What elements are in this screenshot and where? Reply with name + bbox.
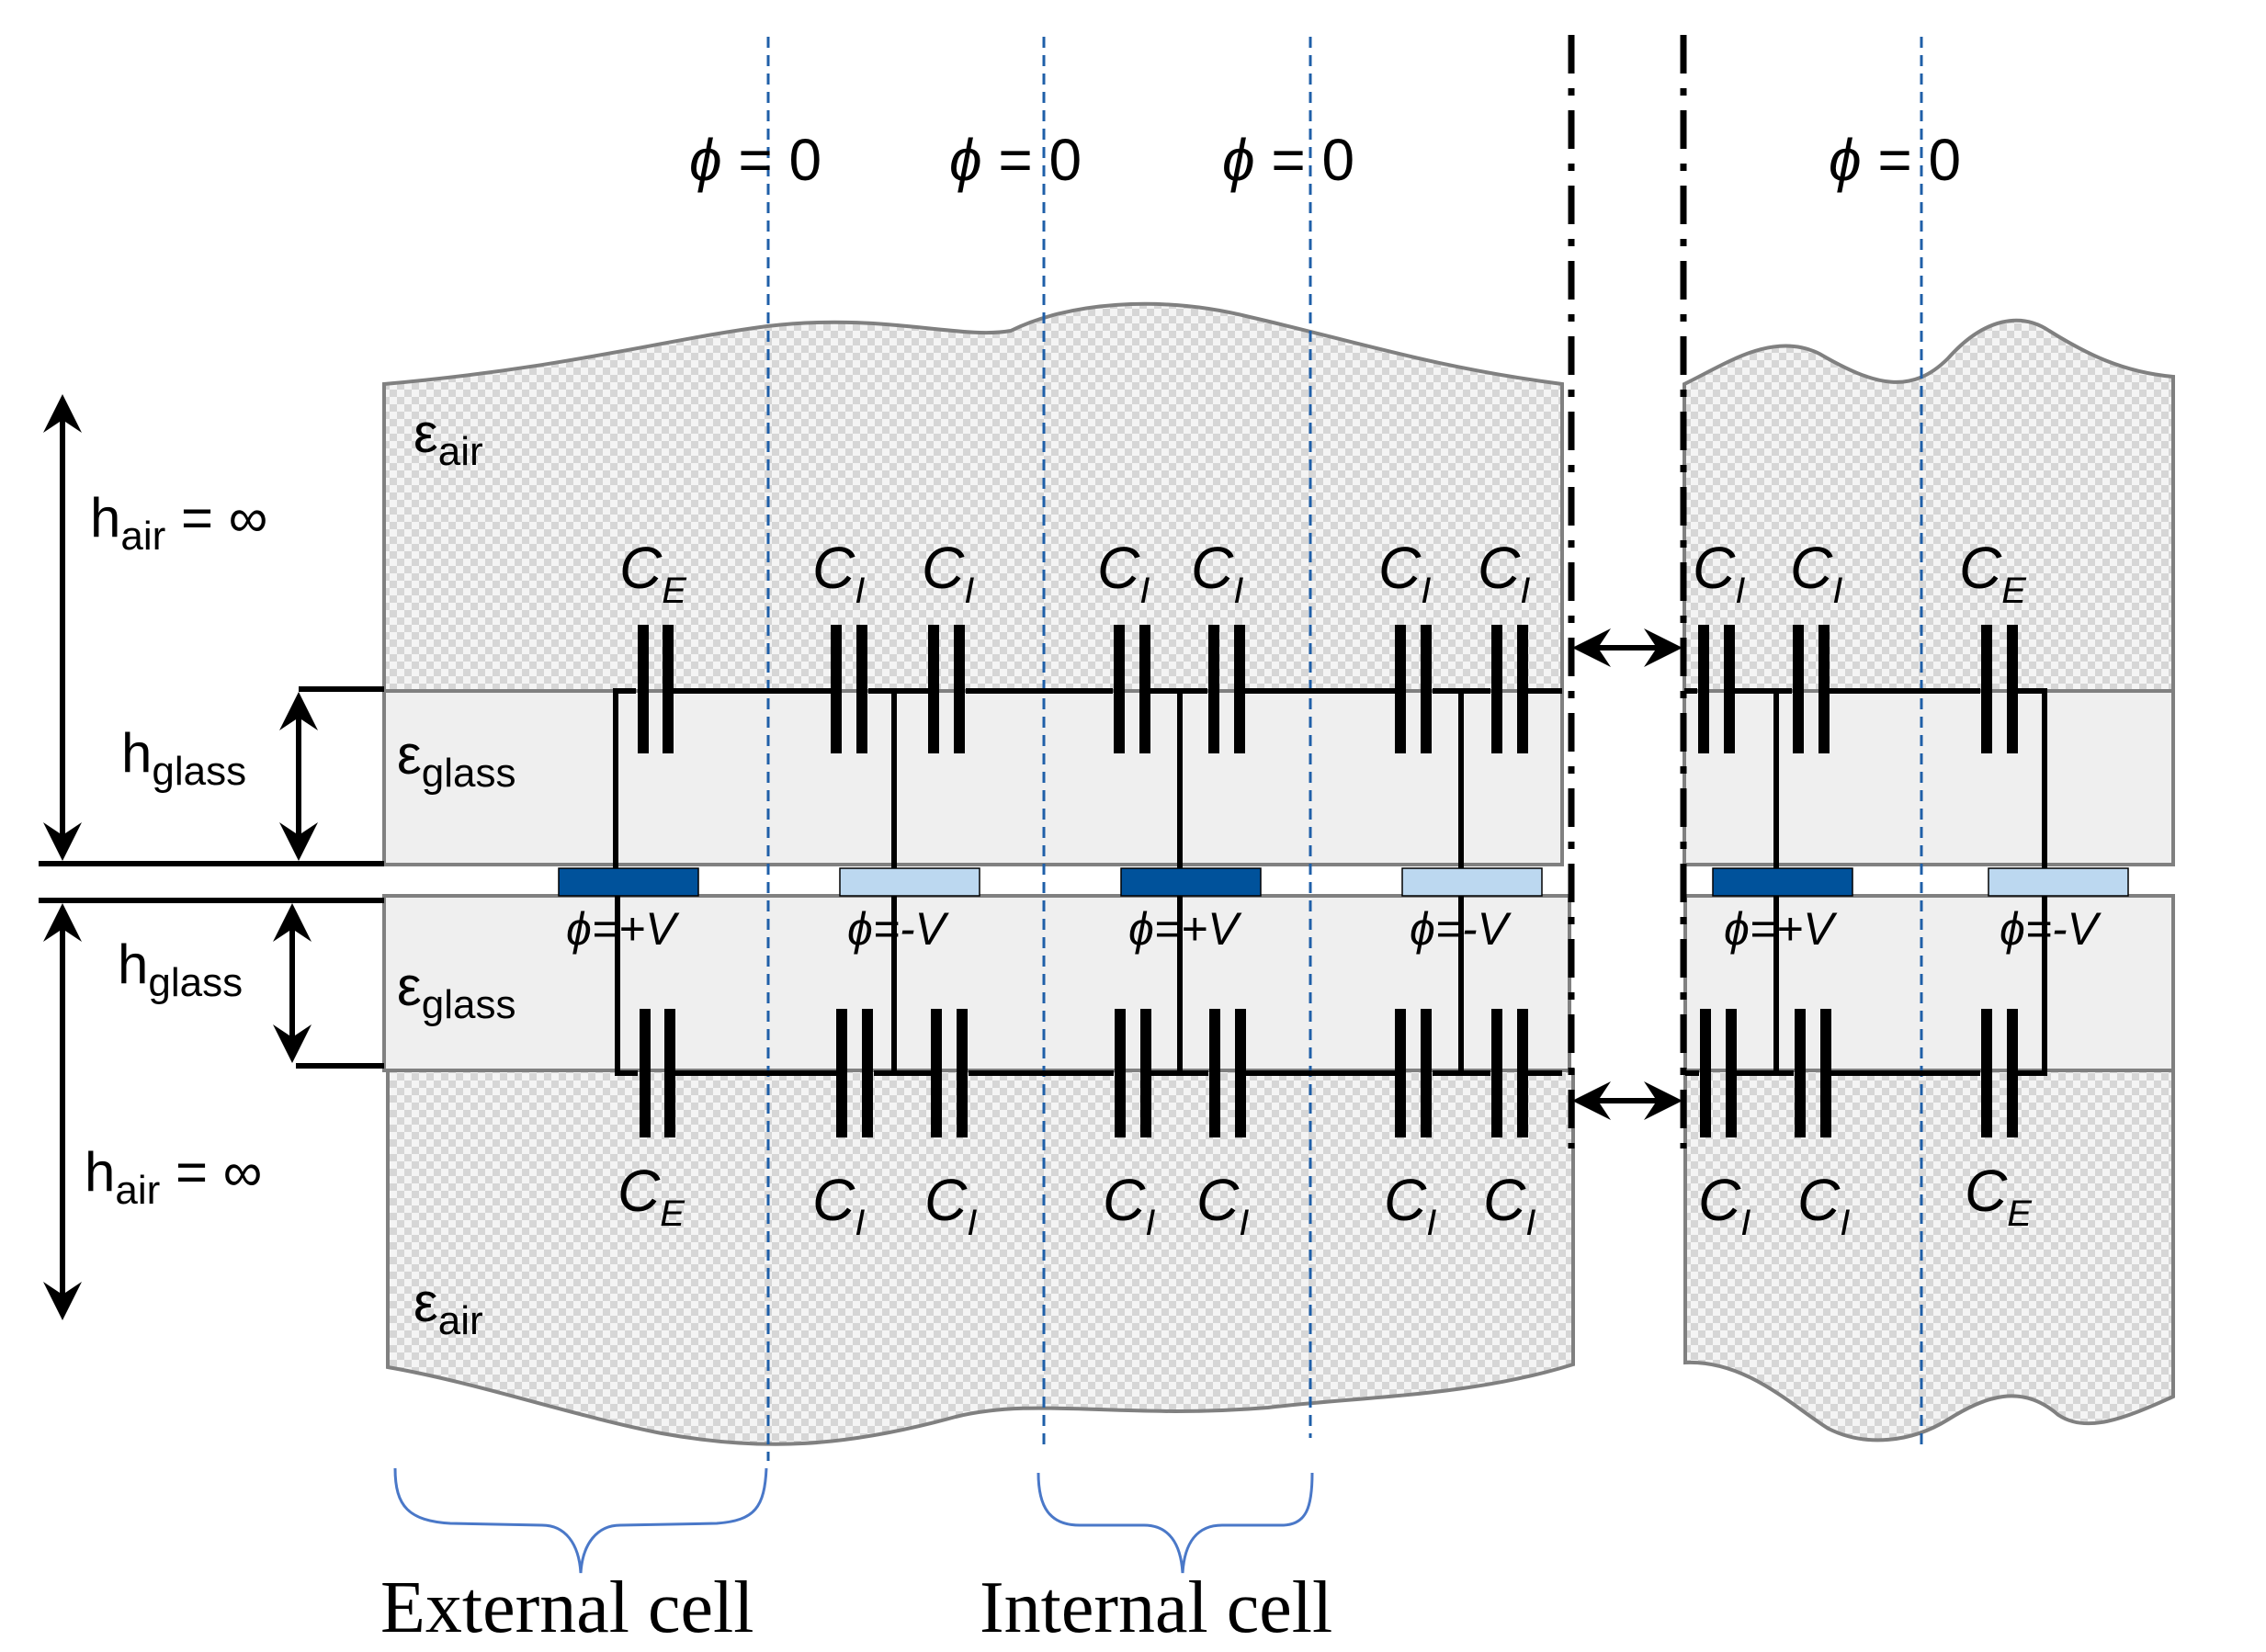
capacitor-network — [613, 625, 2047, 1137]
zero-potential-lines — [766, 37, 1923, 1461]
cap-label-bot-i1: CI — [812, 1167, 865, 1243]
h-air-bottom-label: hair = ∞ — [85, 1141, 262, 1213]
zero-potential-label-3: ϕ = 0 — [1222, 127, 1354, 193]
electrode-positive-2 — [1120, 867, 1262, 897]
electrode-label-pos-3: ϕ=+V — [1724, 903, 1838, 955]
cap-label-bot-i8: CI — [1797, 1167, 1850, 1243]
cap-label-top-e2: CE — [1959, 535, 2027, 611]
glass-layer-bottom-left — [382, 894, 1571, 1072]
air-region-top-left — [382, 301, 1564, 693]
electrode-label-pos-2: ϕ=+V — [1128, 903, 1242, 955]
cap-label-bot-i7: CI — [1698, 1167, 1750, 1243]
cap-label-bot-i6: CI — [1483, 1167, 1535, 1243]
bottom-drops-left — [891, 896, 1464, 1073]
external-cell-label: External cell — [380, 1567, 753, 1648]
cap-label-top-i8: CI — [1790, 535, 1842, 611]
top-capacitors — [638, 625, 2018, 753]
zero-potential-label-1: ϕ = 0 — [689, 127, 821, 193]
labels: ϕ = 0 ϕ = 0 ϕ = 0 ϕ = 0 εair εglass εgla… — [85, 127, 2102, 1648]
h-air-top-label: hair = ∞ — [90, 487, 267, 559]
continuation-arrows — [1572, 628, 1683, 1120]
electrodes — [558, 867, 2129, 897]
cap-label-top-i1: CI — [812, 535, 865, 611]
h-glass-bottom-label: hglass — [118, 933, 243, 1005]
electrode-negative-3 — [1988, 867, 2129, 897]
electrode-label-pos-1: ϕ=+V — [566, 903, 680, 955]
internal-cell-label: Internal cell — [980, 1567, 1332, 1648]
electrode-label-neg-3: ϕ=-V — [2000, 903, 2102, 955]
top-rail-right — [1684, 688, 2047, 868]
cap-label-top-e1: CE — [619, 535, 687, 611]
eps-air-bottom-label: εair — [414, 1272, 483, 1343]
eps-glass-top-label: εglass — [397, 724, 516, 796]
cap-label-top-i3: CI — [1097, 535, 1150, 611]
electrode-label-neg-2: ϕ=-V — [1410, 903, 1513, 955]
air-region-bottom-left — [386, 1069, 1575, 1446]
cap-label-bot-i2: CI — [924, 1167, 977, 1243]
electrode-label-neg-1: ϕ=-V — [847, 903, 950, 955]
cell-braces — [393, 1467, 1314, 1574]
cap-label-bot-e1: CE — [617, 1158, 685, 1234]
external-cell-brace — [393, 1467, 768, 1574]
zero-potential-label-2: ϕ = 0 — [949, 127, 1082, 193]
eps-glass-bottom-label: εglass — [397, 956, 516, 1027]
electrode-negative-1 — [839, 867, 980, 897]
glass-layer-top-right — [1683, 689, 2175, 866]
glass-layer-bottom-right — [1683, 894, 2175, 1072]
h-glass-top-label: hglass — [121, 722, 246, 794]
electrode-positive-1 — [558, 867, 699, 897]
zero-potential-label-4: ϕ = 0 — [1829, 127, 1961, 193]
cap-label-top-i5: CI — [1378, 535, 1431, 611]
break-lines — [1568, 35, 1687, 1148]
cap-label-top-i2: CI — [922, 535, 974, 611]
cap-label-bot-e2: CE — [1965, 1158, 2033, 1234]
cap-label-bot-i4: CI — [1196, 1167, 1249, 1243]
cap-label-bot-i3: CI — [1103, 1167, 1155, 1243]
air-region-top-right — [1683, 318, 2175, 693]
cap-label-top-i4: CI — [1191, 535, 1243, 611]
cap-label-bot-i5: CI — [1384, 1167, 1436, 1243]
top-drops-left — [891, 691, 1464, 868]
air-region-bottom-right — [1683, 1069, 2175, 1443]
internal-cell-brace — [1037, 1472, 1314, 1574]
air-regions — [382, 301, 2175, 1446]
cap-label-top-i7: CI — [1693, 535, 1745, 611]
glass-layer-top-left — [382, 689, 1564, 866]
glass-layers — [382, 689, 2175, 1072]
electrode-negative-2 — [1401, 867, 1543, 897]
bottom-capacitors — [640, 1009, 2018, 1137]
cap-label-top-i6: CI — [1478, 535, 1530, 611]
eps-air-top-label: εair — [414, 402, 483, 474]
bottom-rail-right — [1685, 896, 2047, 1076]
height-dimensions — [39, 394, 384, 1320]
electrode-positive-3 — [1712, 867, 1853, 897]
